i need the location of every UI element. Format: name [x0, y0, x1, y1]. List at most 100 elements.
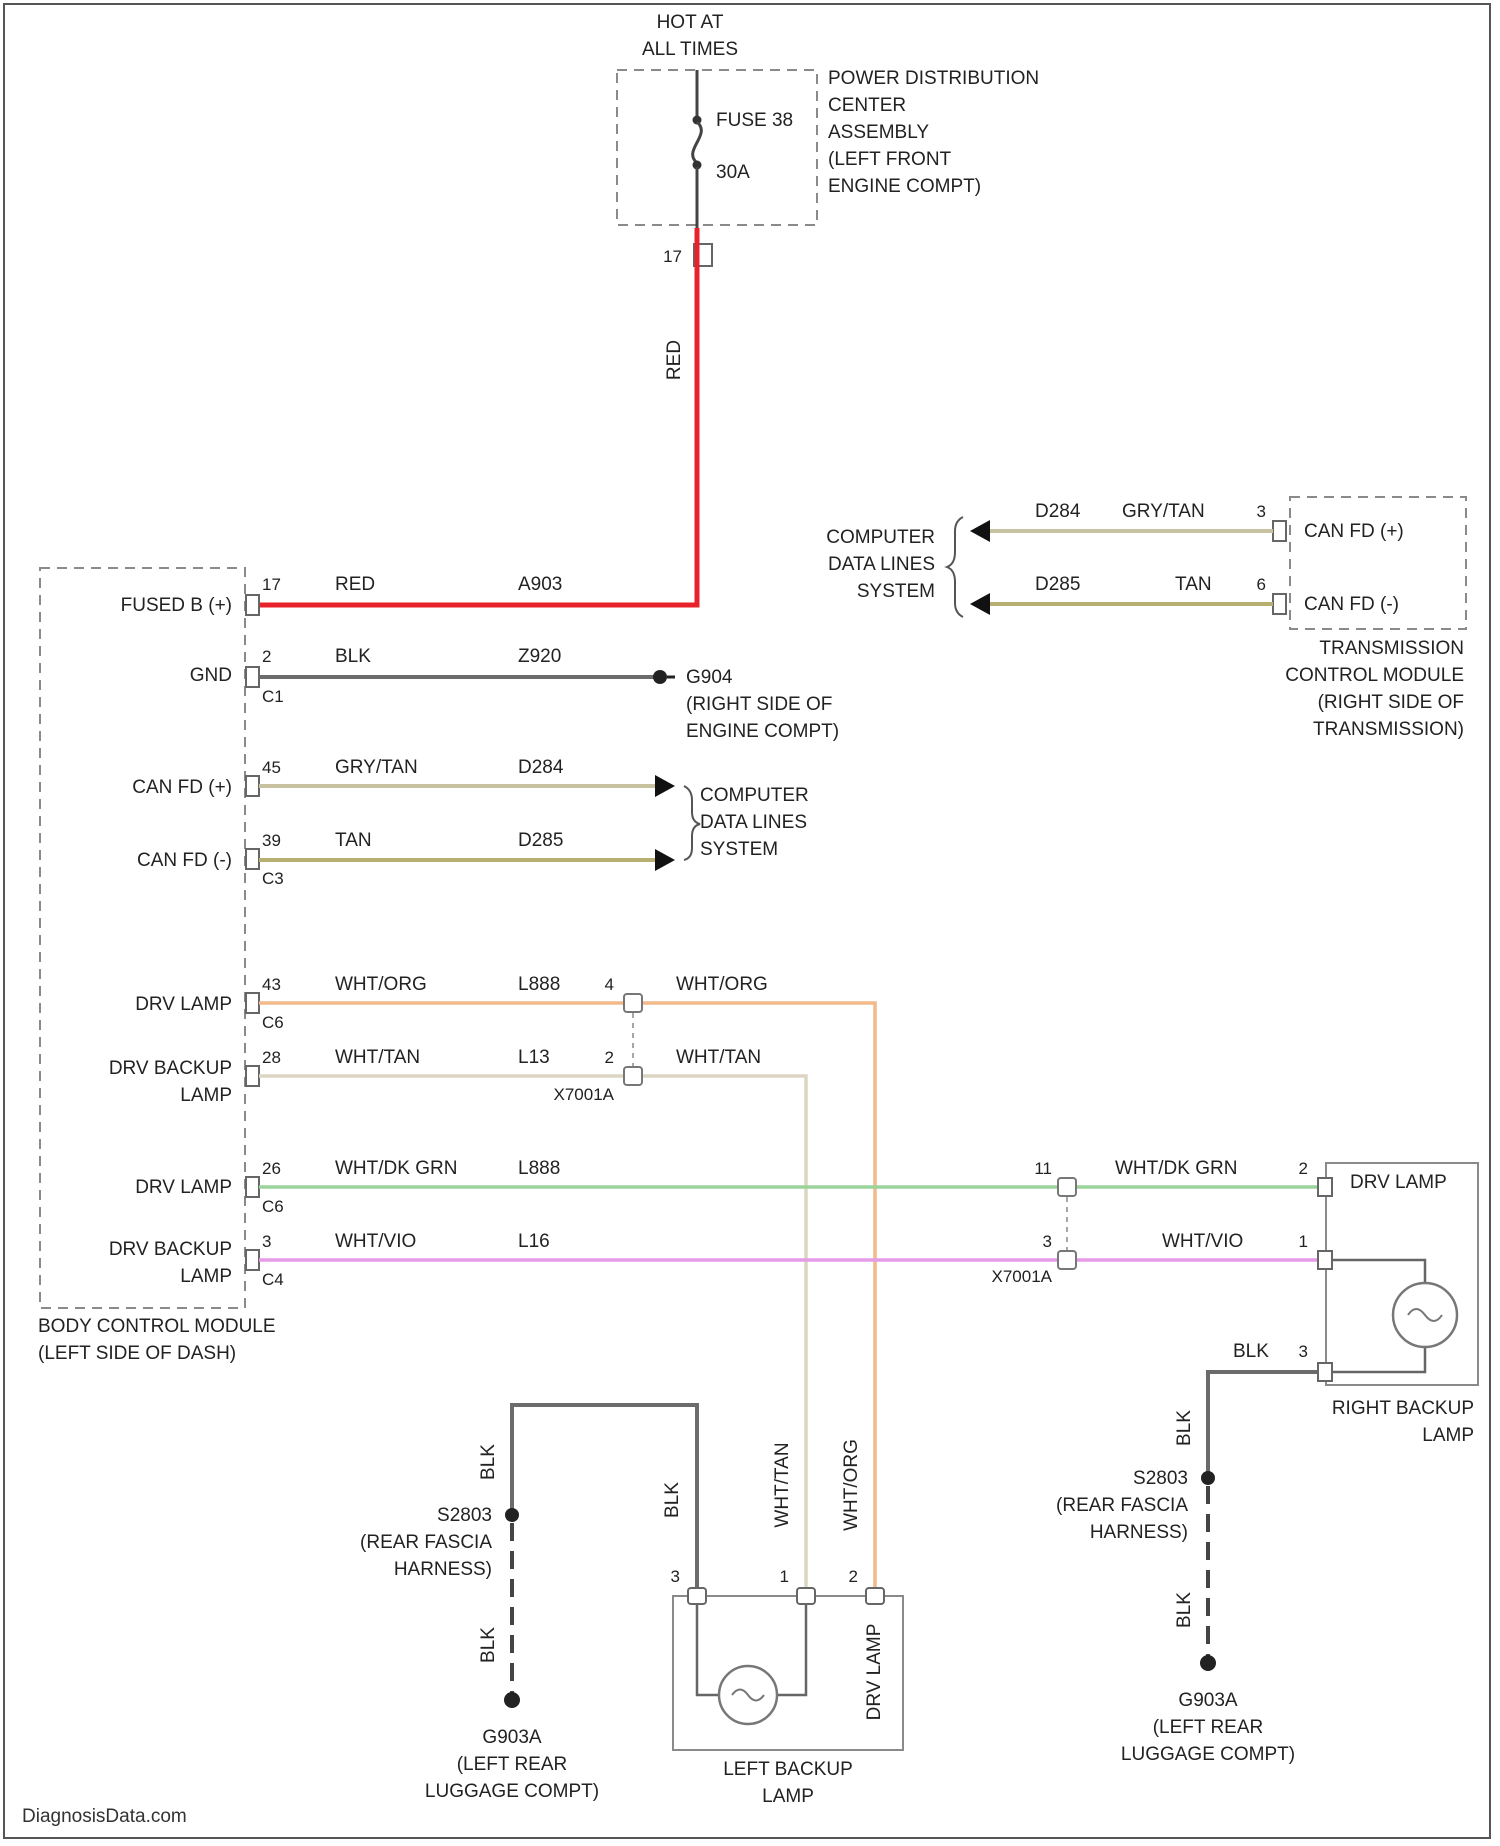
- ground-point-icon: [653, 670, 667, 684]
- tcm-circuit-d284: D284: [1035, 501, 1081, 522]
- bcm-connector-icon: [246, 667, 259, 687]
- right-ground-blk-upper: BLK: [1174, 1410, 1195, 1446]
- bcm-pin-28: 28: [262, 1048, 281, 1067]
- tcm-name-line-1: TRANSMISSION: [1319, 638, 1464, 659]
- bcm-pin-label-drv-backup-2a: DRV BACKUP: [109, 1239, 232, 1260]
- tcm-pin-label-can-plus: CAN FD (+): [1304, 521, 1404, 542]
- right-lamp-pin-2: 2: [1299, 1159, 1308, 1178]
- left-lamp-drv-label: DRV LAMP: [864, 1624, 885, 1721]
- bcm-conn-c6-b: C6: [262, 1197, 284, 1216]
- red-power-wire: [253, 228, 697, 605]
- fuse-amps: 30A: [716, 162, 750, 183]
- brace-icon: [684, 786, 700, 860]
- bcm-connector-icon: [246, 1066, 259, 1086]
- cdl-right-line-3: SYSTEM: [857, 581, 935, 602]
- inline-connector-icon: [1058, 1251, 1076, 1269]
- bcm-conn-c3: C3: [262, 869, 284, 888]
- right-ground-line-1: G903A: [1178, 1690, 1237, 1711]
- inline-left-pin-2: 2: [605, 1048, 614, 1067]
- inline-connector-icon: [1058, 1178, 1076, 1196]
- wire-color-wht-dk-grn: WHT/DK GRN: [335, 1158, 457, 1179]
- ground-g904-line-1: G904: [686, 667, 733, 688]
- left-lamp-connector-icon: [866, 1588, 884, 1604]
- inline-left-pin-4: 4: [605, 975, 614, 994]
- left-lamp-vertical-blk: BLK: [662, 1482, 683, 1518]
- bcm-connector-icon: [246, 1177, 259, 1197]
- splice-icon: [505, 1508, 519, 1522]
- circuit-a903: A903: [518, 574, 562, 595]
- circuit-z920: Z920: [518, 646, 561, 667]
- left-lamp-vertical-tan: WHT/TAN: [772, 1442, 793, 1527]
- inline-connector-icon: [624, 994, 642, 1012]
- left-splice-line-1: S2803: [437, 1505, 492, 1526]
- bcm-connector-icon: [246, 993, 259, 1013]
- left-ground-line-2: (LEFT REAR: [457, 1754, 568, 1775]
- left-lamp-name-line-2: LAMP: [762, 1786, 814, 1807]
- left-lamp-pin-3: 3: [671, 1567, 680, 1586]
- fuse-label: FUSE 38: [716, 110, 793, 131]
- pdc-line-1: POWER DISTRIBUTION: [828, 68, 1039, 89]
- page-border: [4, 4, 1490, 1838]
- inline-left-connector-id: X7001A: [554, 1085, 615, 1104]
- brace-icon: [947, 517, 963, 617]
- right-splice-line-2: (REAR FASCIA: [1056, 1495, 1188, 1516]
- bcm-pin-label-drv-backup-2b: LAMP: [180, 1266, 232, 1287]
- right-lamp-connector-icon: [1318, 1178, 1332, 1196]
- left-lamp-pin-2: 2: [849, 1567, 858, 1586]
- tcm-pin-label-can-minus: CAN FD (-): [1304, 594, 1399, 615]
- cdl-right-line-2: DATA LINES: [828, 554, 935, 575]
- inline-connector-icon: [624, 1067, 642, 1085]
- arrow-right-icon: [655, 775, 675, 797]
- right-lamp-gnd-color: BLK: [1233, 1341, 1269, 1362]
- right-splice-line-3: HARNESS): [1090, 1522, 1188, 1543]
- inline-right-color-vio: WHT/VIO: [1162, 1231, 1243, 1252]
- bcm-connector-icon: [246, 849, 259, 869]
- left-ground-blk-lower: BLK: [478, 1627, 499, 1663]
- right-lamp-name-line-2: LAMP: [1422, 1425, 1474, 1446]
- hot-at-label: HOT AT: [657, 12, 724, 33]
- bcm-connector-icon: [246, 1250, 259, 1270]
- arrow-left-icon: [970, 520, 990, 542]
- wire-color-tan: TAN: [335, 830, 372, 851]
- ground-point-icon: [504, 1692, 520, 1708]
- left-ground-line-3: LUGGAGE COMPT): [425, 1781, 599, 1802]
- left-ground-blk-upper: BLK: [478, 1444, 499, 1480]
- ground-g904-line-2: (RIGHT SIDE OF: [686, 694, 832, 715]
- right-ground-line-2: (LEFT REAR: [1153, 1717, 1264, 1738]
- tcm-pin-6: 6: [1257, 575, 1266, 594]
- bcm-pin-3: 3: [262, 1232, 271, 1251]
- bcm-pin-label-can-plus: CAN FD (+): [132, 777, 232, 798]
- bcm-pin-43: 43: [262, 975, 281, 994]
- bcm-connector-icon: [246, 595, 259, 615]
- right-lamp-connector-icon: [1318, 1251, 1332, 1269]
- wire-color-red: RED: [335, 574, 375, 595]
- inline-right-connector-id: X7001A: [992, 1267, 1053, 1286]
- pdc-line-2: CENTER: [828, 95, 906, 116]
- right-lamp-drv-label: DRV LAMP: [1350, 1172, 1447, 1193]
- circuit-d284: D284: [518, 757, 564, 778]
- bcm-pin-label-drv-backup-1b: LAMP: [180, 1085, 232, 1106]
- bcm-pin-17: 17: [262, 575, 281, 594]
- right-splice-line-1: S2803: [1133, 1468, 1188, 1489]
- bcm-pin-label-drv-backup-1a: DRV BACKUP: [109, 1058, 232, 1079]
- circuit-d285: D285: [518, 830, 563, 851]
- left-lamp-connector-icon: [688, 1588, 706, 1604]
- circuit-l888-a: L888: [518, 974, 560, 995]
- bcm-pin-2: 2: [262, 647, 271, 666]
- inline-right-pin-11: 11: [1034, 1159, 1052, 1178]
- all-times-label: ALL TIMES: [642, 39, 738, 60]
- bcm-conn-c1: C1: [262, 687, 284, 706]
- bcm-pin-39: 39: [262, 831, 281, 850]
- cdl-left-line-3: SYSTEM: [700, 839, 778, 860]
- arrow-left-icon: [970, 593, 990, 615]
- inline-right-color-grn: WHT/DK GRN: [1115, 1158, 1237, 1179]
- bcm-conn-c6-a: C6: [262, 1013, 284, 1032]
- wire-color-blk: BLK: [335, 646, 371, 667]
- inline-right-pin-3: 3: [1043, 1232, 1052, 1251]
- cdl-right-line-1: COMPUTER: [826, 527, 935, 548]
- bcm-pin-label-fused-b: FUSED B (+): [121, 595, 232, 616]
- splice-icon: [1201, 1471, 1215, 1485]
- bcm-pin-45: 45: [262, 758, 281, 777]
